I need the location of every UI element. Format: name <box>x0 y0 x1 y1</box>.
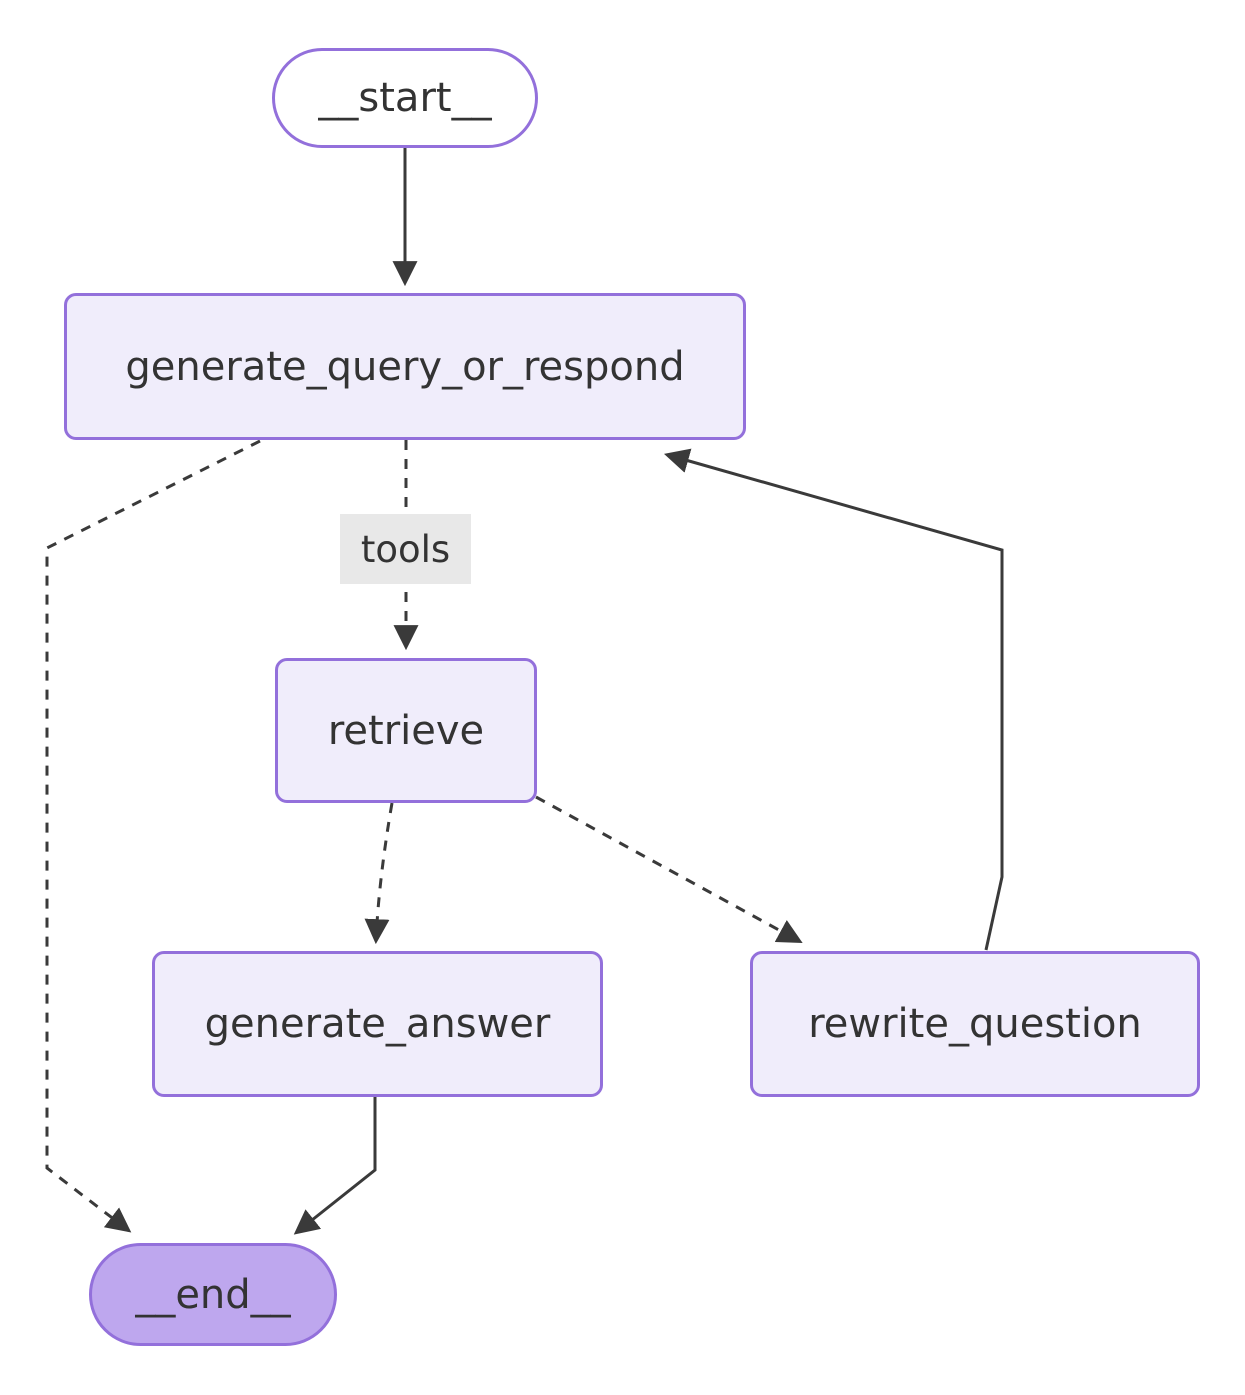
node-end: __end__ <box>89 1243 337 1346</box>
node-generate-answer: generate_answer <box>152 951 603 1097</box>
node-rewrite-question: rewrite_question <box>750 951 1200 1097</box>
edge-label-tools: tools <box>340 514 471 584</box>
edge-generate-query-or-respond-to-end <box>45 439 261 1233</box>
node-rewrite-question-label: rewrite_question <box>808 1001 1142 1047</box>
edge-generate-answer-to-end <box>293 1097 377 1235</box>
node-generate-query-or-respond: generate_query_or_respond <box>64 293 746 440</box>
edge-retrieve-to-rewrite-question <box>535 795 803 944</box>
node-start-label: __start__ <box>318 75 492 121</box>
node-start: __start__ <box>272 48 538 148</box>
node-generate-query-or-respond-label: generate_query_or_respond <box>125 343 685 390</box>
node-end-label: __end__ <box>135 1271 291 1318</box>
node-generate-answer-label: generate_answer <box>204 1001 551 1047</box>
node-retrieve-label: retrieve <box>327 707 485 754</box>
edge-rewrite-question-to-generate-query-or-respond <box>663 448 1004 951</box>
node-retrieve: retrieve <box>275 658 537 803</box>
edge-retrieve-to-generate-answer <box>364 802 394 945</box>
